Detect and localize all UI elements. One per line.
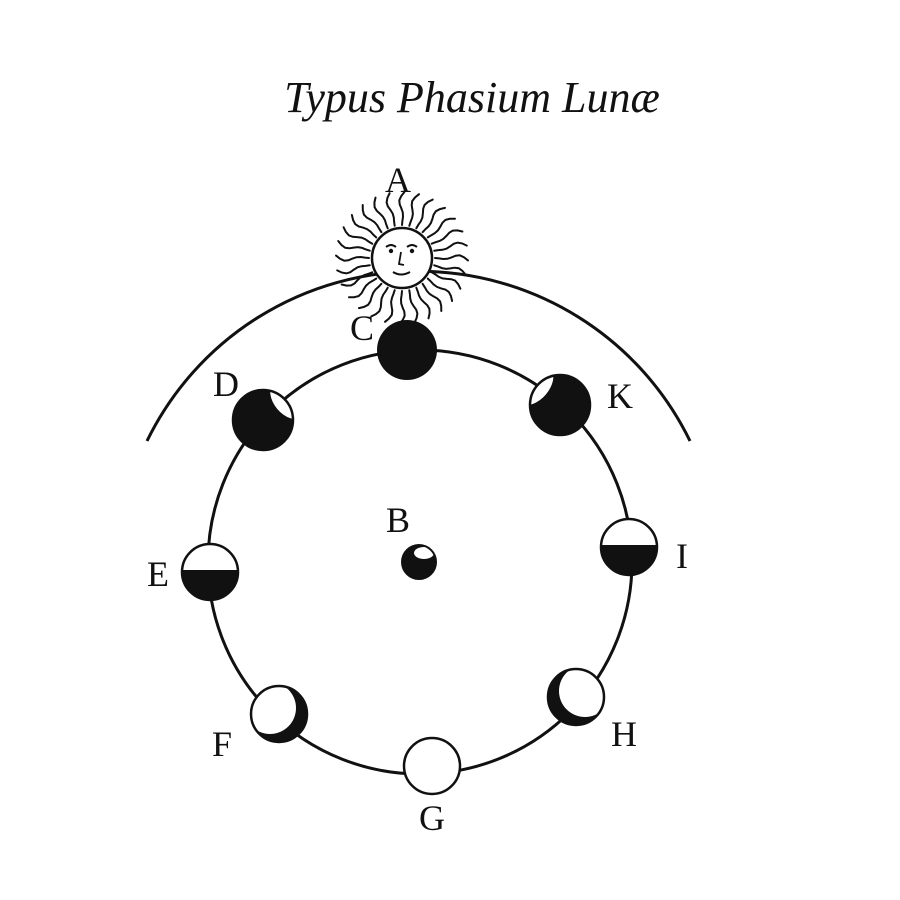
- label-d: D: [213, 364, 239, 404]
- label-g: G: [419, 798, 445, 838]
- sun-ray: [361, 204, 383, 234]
- sun-ray: [370, 286, 389, 318]
- label-b: B: [386, 500, 410, 540]
- moon-phase-h: [546, 667, 606, 727]
- sun-ray: [426, 277, 454, 302]
- earth-half-dark-icon: [401, 544, 437, 580]
- label-f: F: [212, 724, 232, 764]
- sun-ray: [336, 264, 371, 275]
- sun-ray: [335, 254, 370, 262]
- label-h: H: [611, 714, 637, 754]
- sun-ray: [430, 229, 464, 245]
- sun-ray: [348, 277, 378, 299]
- sun-ray: [398, 290, 406, 325]
- moon-phase-e: [180, 542, 240, 602]
- sun-ray: [385, 192, 396, 227]
- label-i: I: [676, 536, 688, 576]
- sun-ray: [398, 191, 406, 226]
- sun-ray: [426, 217, 456, 239]
- sun-ray: [358, 282, 383, 310]
- moon-phase-k: [528, 373, 592, 437]
- sun-ray: [415, 198, 434, 230]
- moon-phase-f: [249, 684, 309, 744]
- sun-ray: [433, 241, 468, 252]
- label-c: C: [350, 308, 374, 348]
- sun-ray: [421, 282, 443, 312]
- sun-ray: [342, 226, 374, 245]
- sun-ray: [408, 193, 420, 227]
- sun-ray: [408, 289, 419, 324]
- label-e: E: [147, 554, 169, 594]
- moon-phase-i: [599, 517, 659, 577]
- sun-ray: [373, 196, 389, 230]
- sun-ray: [430, 271, 462, 290]
- sun-ray: [421, 206, 446, 234]
- diagram-title: Typus Phasium Lunæ: [284, 73, 660, 122]
- sun-ray: [415, 286, 431, 320]
- sun-ray: [434, 254, 469, 262]
- sun-icon: [335, 191, 469, 325]
- label-k: K: [607, 376, 633, 416]
- sun-ray: [433, 264, 467, 276]
- sun-ray: [337, 240, 371, 252]
- moon-phase-c: [377, 320, 437, 380]
- sun-ray: [350, 214, 378, 239]
- sun-ray: [340, 271, 374, 287]
- label-a: A: [385, 160, 411, 200]
- moon-phase-g: [402, 736, 462, 796]
- sun-ray: [384, 289, 396, 323]
